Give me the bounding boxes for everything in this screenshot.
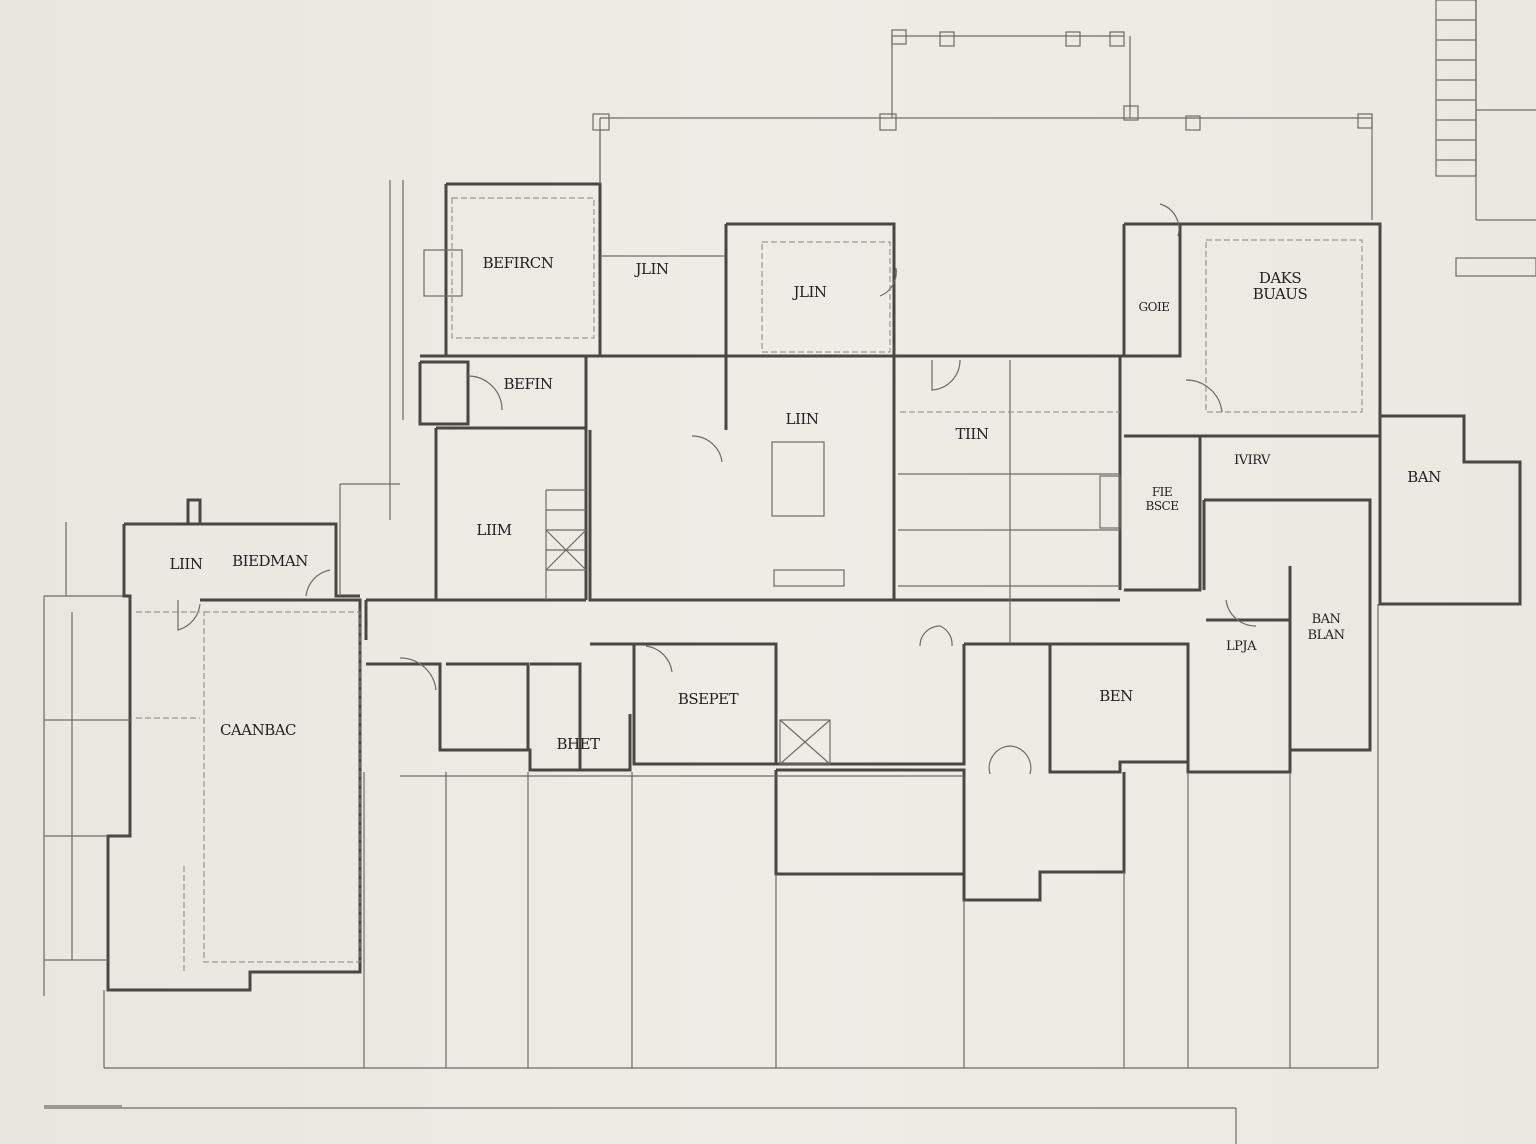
room-label: BSEPET bbox=[678, 690, 739, 708]
dimension-lines bbox=[43, 29, 1378, 1144]
dashed-guides bbox=[136, 197, 1363, 972]
room-label: BHET bbox=[556, 735, 600, 753]
door-swings bbox=[177, 203, 1257, 775]
room-label: DAKS bbox=[1259, 269, 1302, 287]
room-label: JLIN bbox=[633, 260, 668, 278]
stair-detail bbox=[1435, 0, 1536, 277]
room-label: BAN bbox=[1407, 468, 1441, 486]
room-label: BEFIN bbox=[504, 375, 553, 393]
room-label: BAN bbox=[1312, 612, 1341, 627]
room-label: LIIN bbox=[170, 555, 203, 573]
room-label: LIIM bbox=[476, 521, 511, 539]
room-label: LPJA bbox=[1226, 639, 1257, 654]
room-label: BEN bbox=[1099, 687, 1133, 705]
walls bbox=[106, 182, 1522, 992]
interior-lines bbox=[44, 130, 1379, 1068]
room-label: BUAUS bbox=[1253, 285, 1308, 303]
room-labels: BEFIRCN JLIN JLIN BEFIN LIIN TIIN DAKS B… bbox=[170, 254, 1442, 753]
room-label: BIEDMAN bbox=[232, 552, 308, 570]
room-label: CAANBAC bbox=[220, 721, 296, 739]
room-label: BSCE bbox=[1146, 499, 1179, 513]
room-label: FIE bbox=[1152, 485, 1172, 499]
room-label: GOIE bbox=[1139, 300, 1170, 314]
room-label: BLAN bbox=[1308, 628, 1345, 643]
room-label: TIIN bbox=[956, 425, 989, 443]
room-label: IVIRV bbox=[1234, 453, 1271, 468]
room-label: LIIN bbox=[786, 410, 819, 428]
room-label: JLIN bbox=[791, 283, 826, 301]
room-label: BEFIRCN bbox=[483, 254, 554, 272]
